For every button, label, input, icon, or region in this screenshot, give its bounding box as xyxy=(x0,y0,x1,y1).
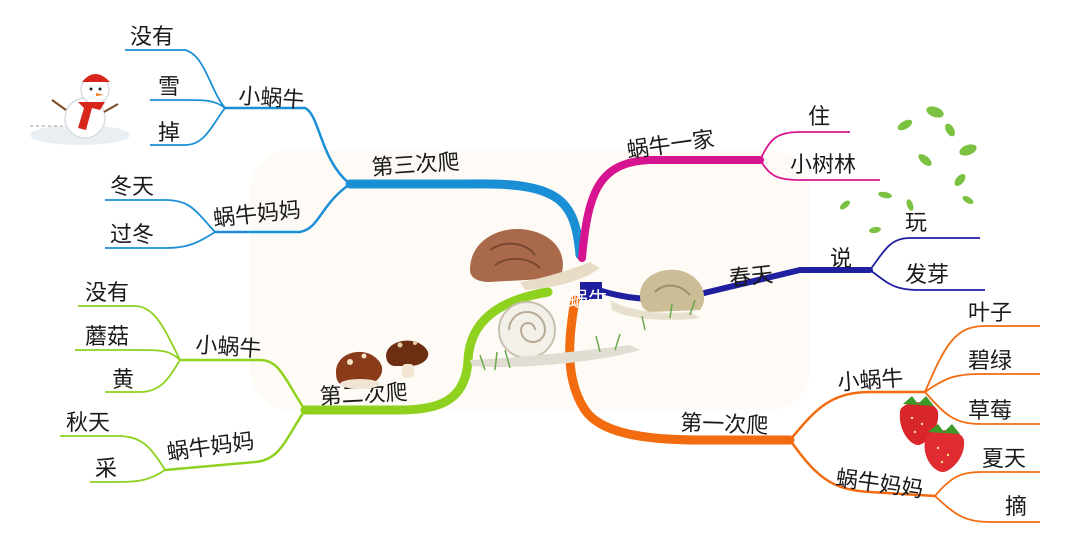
spring-leaf-line-2 xyxy=(869,269,985,291)
family-leaf-2: 小树林 xyxy=(790,153,856,178)
first-snail-leaf-1: 叶子 xyxy=(968,301,1012,326)
background-watermark xyxy=(250,150,810,410)
second-snail-leaf-1: 没有 xyxy=(85,281,129,306)
third-snail-leaf-line-1 xyxy=(125,49,226,109)
branch-second-climb xyxy=(60,287,553,483)
second-mother-leaf-2: 采 xyxy=(95,457,117,482)
spring-leaf-1: 玩 xyxy=(905,211,927,236)
second-climb-main-line xyxy=(300,287,553,415)
family-leaf-line-1 xyxy=(759,131,850,161)
second-snail-leaf-line-2 xyxy=(75,349,181,361)
first-mother-label: 蜗牛妈妈 xyxy=(834,466,925,503)
first-snail-leaf-line-3 xyxy=(924,391,1040,425)
center-label: 小蜗牛 xyxy=(548,287,608,311)
third-climb-main-line xyxy=(345,179,585,260)
first-mother-line xyxy=(788,439,936,498)
third-mother-leaf-2: 过冬 xyxy=(110,223,154,248)
family-leaf-line-2 xyxy=(759,159,880,181)
branch-first-climb xyxy=(565,295,1040,523)
second-snail-leaf-3: 黄 xyxy=(112,368,134,393)
third-climb-label: 第三次爬 xyxy=(371,150,461,181)
branch-family xyxy=(578,131,880,262)
first-snail-leaf-line-2 xyxy=(924,373,1040,393)
first-snail-label: 小蜗牛 xyxy=(837,366,905,396)
second-mother-label: 蜗牛妈妈 xyxy=(165,429,256,466)
first-climb-label: 第一次爬 xyxy=(680,411,769,439)
first-snail-leaf-3: 草莓 xyxy=(968,399,1012,424)
spring-leaf-line-1 xyxy=(869,237,980,271)
second-snail-leaf-2: 蘑菇 xyxy=(85,325,129,350)
third-snail-leaf-3: 掉 xyxy=(158,121,180,146)
third-snail-leaf-line-3 xyxy=(150,107,226,146)
second-mother-line xyxy=(164,409,307,472)
snail-icon xyxy=(470,229,705,371)
first-snail-leaf-line-1 xyxy=(924,325,1040,393)
leaves-icon xyxy=(840,106,977,234)
second-snail-label: 小蜗牛 xyxy=(195,333,263,363)
spring-label: 春天 xyxy=(728,263,774,292)
first-climb-main-line xyxy=(565,295,795,445)
first-snail-line xyxy=(789,390,925,441)
mushroom-icon xyxy=(336,340,429,389)
family-leaf-1: 住 xyxy=(808,105,830,130)
second-snail-leaf-line-1 xyxy=(78,305,181,361)
second-mother-leaf-line-2 xyxy=(90,469,166,483)
second-mother-leaf-1: 秋天 xyxy=(66,411,110,436)
third-snail-leaf-1: 没有 xyxy=(130,25,174,50)
family-main-line xyxy=(578,156,764,262)
third-snail-leaf-2: 雪 xyxy=(158,75,180,100)
second-mother-leaf-line-1 xyxy=(60,435,166,471)
first-mother-leaf-2: 摘 xyxy=(1005,495,1027,520)
first-mother-leaf-line-2 xyxy=(934,495,1040,523)
spring-root-block xyxy=(580,282,602,300)
third-mother-line xyxy=(215,182,351,234)
strawberry-icon xyxy=(899,396,965,472)
branch-third-climb xyxy=(105,49,585,260)
third-mother-leaf-1: 冬天 xyxy=(110,175,154,200)
first-mother-leaf-1: 夏天 xyxy=(982,447,1026,472)
first-mother-leaf-line-1 xyxy=(934,471,1040,497)
third-snail-line xyxy=(225,106,351,185)
third-mother-leaf-line-2 xyxy=(105,231,216,249)
second-snail-line xyxy=(180,358,307,411)
spring-say-label: 说 xyxy=(830,247,852,272)
spring-leaf-2: 发芽 xyxy=(905,263,949,288)
snowman-icon xyxy=(30,66,130,145)
third-snail-leaf-line-2 xyxy=(150,99,226,109)
first-snail-leaf-2: 碧绿 xyxy=(968,349,1012,374)
second-snail-leaf-line-3 xyxy=(105,359,181,393)
third-snail-label: 小蜗牛 xyxy=(238,84,306,114)
third-mother-leaf-line-1 xyxy=(105,199,216,233)
